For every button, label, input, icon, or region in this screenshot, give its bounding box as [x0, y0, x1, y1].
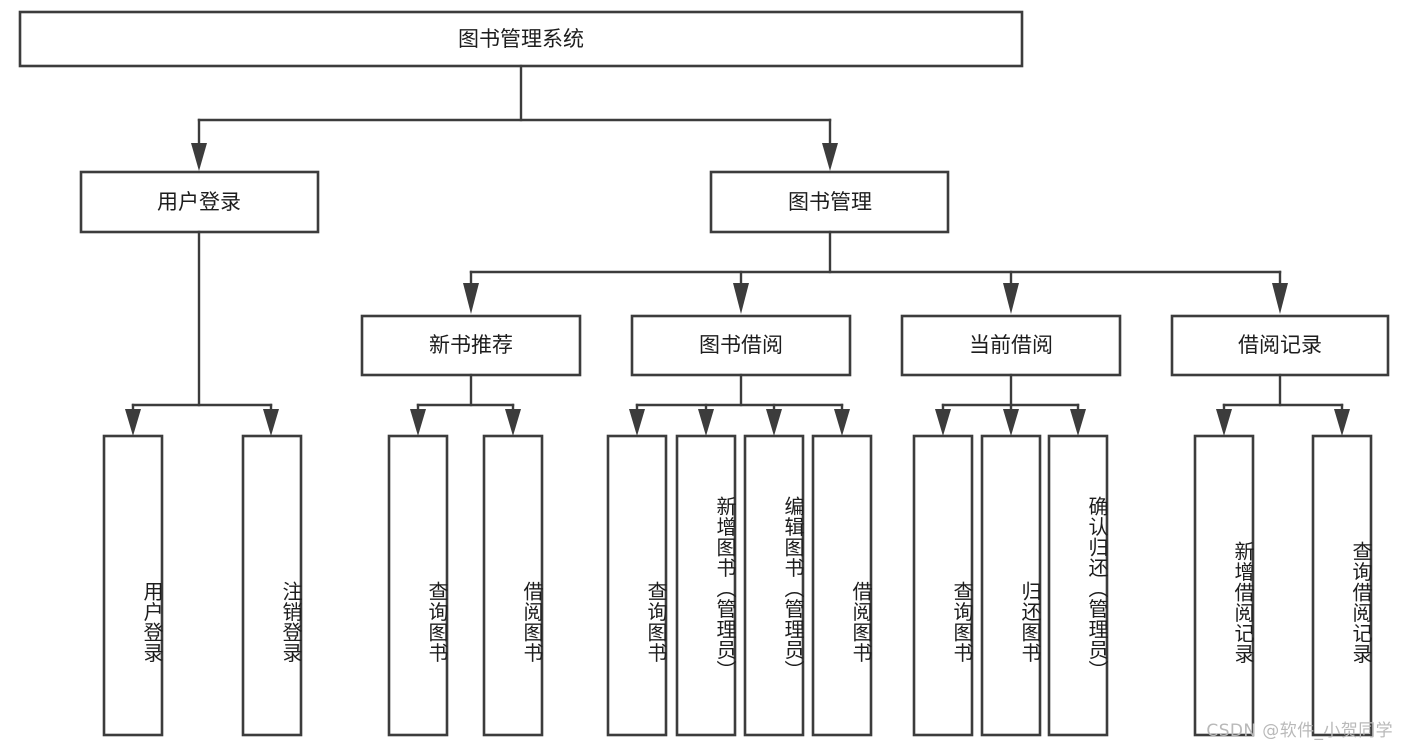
node-borrow-record-label: 借阅记录: [1238, 333, 1322, 357]
leaf-box-logout[interactable]: [241, 434, 303, 737]
node-root[interactable]: 图书管理系统: [18, 10, 1024, 68]
node-user-login-label: 用户登录: [157, 190, 241, 214]
leaf-box-borrow-book-2[interactable]: [811, 434, 873, 737]
node-user-login[interactable]: 用户登录: [79, 170, 320, 234]
edge-borrow-record-to-leaves: [1216, 373, 1350, 436]
node-current-borrow[interactable]: 当前借阅: [900, 314, 1122, 377]
node-borrow-record[interactable]: 借阅记录: [1170, 314, 1390, 377]
leaf-box-add-book[interactable]: [675, 434, 737, 737]
node-book-borrow-label: 图书借阅: [699, 333, 783, 357]
edge-new-book-recommend-to-leaves: [410, 373, 521, 436]
edge-book-manage-to-level3: [463, 230, 1288, 314]
leaf-box-query-record[interactable]: [1311, 434, 1373, 737]
leaf-boxes: [102, 434, 1373, 737]
leaf-box-query-book-1[interactable]: [387, 434, 449, 737]
node-new-book-recommend[interactable]: 新书推荐: [360, 314, 582, 377]
edge-book-borrow-to-leaves: [629, 373, 850, 436]
leaf-box-add-record[interactable]: [1193, 434, 1255, 737]
leaf-box-edit-book[interactable]: [743, 434, 805, 737]
edge-user-login-to-leaves: [125, 230, 279, 436]
node-book-manage-label: 图书管理: [788, 190, 872, 214]
leaf-box-confirm-return[interactable]: [1047, 434, 1109, 737]
leaf-box-borrow-book-1[interactable]: [482, 434, 544, 737]
edge-current-borrow-to-leaves: [935, 373, 1086, 436]
leaf-box-return-book[interactable]: [980, 434, 1042, 737]
csdn-watermark: CSDN @软件_小贺同学: [1206, 721, 1393, 741]
node-book-manage[interactable]: 图书管理: [709, 170, 950, 234]
node-current-borrow-label: 当前借阅: [969, 333, 1053, 357]
leaf-box-user-login[interactable]: [102, 434, 164, 737]
edge-root-to-level2: [191, 64, 838, 171]
leaf-box-query-book-3[interactable]: [912, 434, 974, 737]
node-book-borrow[interactable]: 图书借阅: [630, 314, 852, 377]
node-root-label: 图书管理系统: [458, 27, 584, 51]
leaf-box-query-book-2[interactable]: [606, 434, 668, 737]
node-new-book-recommend-label: 新书推荐: [429, 333, 513, 357]
